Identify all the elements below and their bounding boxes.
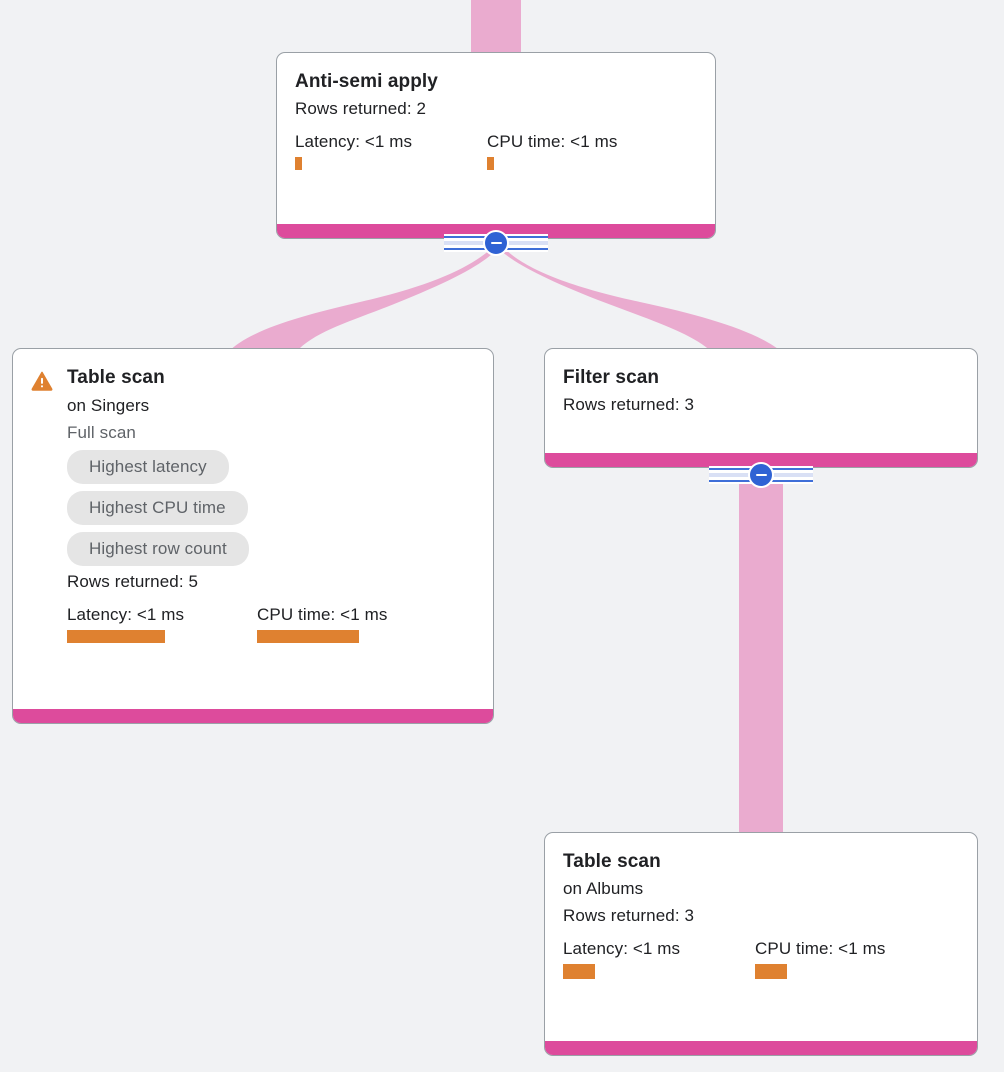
plan-node-table-scan-albums[interactable]: Table scan on Albums Rows returned: 3 La… <box>544 832 978 1056</box>
badge-highest-row-count: Highest row count <box>67 532 249 566</box>
node-title: Table scan <box>67 367 165 388</box>
node-rows-returned: Rows returned: 3 <box>563 395 695 414</box>
plan-node-filter-scan[interactable]: Filter scan Rows returned: 3 <box>544 348 978 468</box>
node-scan-type: Full scan <box>67 423 136 442</box>
node-body: Anti-semi apply Rows returned: 2 Latency… <box>277 53 715 224</box>
node-rows-returned: Rows returned: 3 <box>563 906 695 925</box>
metric-cpu-time-label: CPU time: <1 ms <box>487 132 618 151</box>
metric-cpu-time-bar <box>487 157 494 170</box>
node-rows-returned: Rows returned: 5 <box>67 572 199 591</box>
metric-latency: Latency: <1 ms <box>67 603 257 643</box>
node-metrics: Latency: <1 ms CPU time: <1 ms <box>67 603 475 643</box>
node-subtitle: on Singers <box>67 396 150 415</box>
minus-icon[interactable] <box>483 230 509 256</box>
node-body: Filter scan Rows returned: 3 <box>545 349 977 453</box>
node-accent-bar <box>545 453 977 467</box>
metric-latency-label: Latency: <1 ms <box>67 605 185 624</box>
collapse-toggle-filter-scan[interactable] <box>709 462 813 488</box>
plan-node-anti-semi-apply[interactable]: Anti-semi apply Rows returned: 2 Latency… <box>276 52 716 239</box>
node-title: Anti-semi apply <box>295 71 438 92</box>
metric-latency-bar <box>67 630 165 643</box>
edge-filter-scan-to-table-scan-albums <box>739 470 783 842</box>
node-metrics: Latency: <1 ms CPU time: <1 ms <box>563 937 959 979</box>
metric-cpu-time-label: CPU time: <1 ms <box>755 939 886 958</box>
node-header: Filter scan <box>563 365 959 391</box>
metric-cpu-time-label: CPU time: <1 ms <box>257 605 388 624</box>
node-rows-returned: Rows returned: 2 <box>295 99 427 118</box>
metric-cpu-time-bar <box>257 630 359 643</box>
metric-cpu-time: CPU time: <1 ms <box>257 603 387 643</box>
node-body: Table scan on Singers Full scan Highest … <box>13 349 493 709</box>
metric-latency: Latency: <1 ms <box>563 937 755 979</box>
node-metrics: Latency: <1 ms CPU time: <1 ms <box>295 130 697 170</box>
badge-highest-latency: Highest latency <box>67 450 229 484</box>
edge-incoming-root <box>471 0 521 56</box>
node-title: Table scan <box>563 851 661 872</box>
metric-latency: Latency: <1 ms <box>295 130 487 170</box>
node-accent-bar <box>13 709 493 723</box>
warning-triangle-icon <box>31 370 53 392</box>
metric-latency-bar <box>295 157 302 170</box>
node-header: Anti-semi apply <box>295 69 697 95</box>
node-header: Table scan <box>563 849 959 875</box>
metric-cpu-time-bar <box>755 964 787 979</box>
edge-root-to-filter-scan <box>498 248 782 352</box>
node-header: Table scan <box>31 365 475 392</box>
plan-node-table-scan-singers[interactable]: Table scan on Singers Full scan Highest … <box>12 348 494 724</box>
metric-cpu-time: CPU time: <1 ms <box>487 130 617 170</box>
edge-root-to-table-scan-singers <box>228 248 498 352</box>
node-badge-list: Highest latency Highest CPU time Highest… <box>67 450 475 566</box>
badge-highest-cpu-time: Highest CPU time <box>67 491 248 525</box>
metric-latency-bar <box>563 964 595 979</box>
node-details: on Singers Full scan Highest latency Hig… <box>31 392 475 643</box>
node-body: Table scan on Albums Rows returned: 3 La… <box>545 833 977 1041</box>
node-accent-bar <box>545 1041 977 1055</box>
node-title: Filter scan <box>563 367 660 388</box>
metric-cpu-time: CPU time: <1 ms <box>755 937 885 979</box>
minus-icon[interactable] <box>748 462 774 488</box>
metric-latency-label: Latency: <1 ms <box>295 132 413 151</box>
collapse-toggle-anti-semi-apply[interactable] <box>444 230 548 256</box>
metric-latency-label: Latency: <1 ms <box>563 939 681 958</box>
node-subtitle: on Albums <box>563 879 644 898</box>
